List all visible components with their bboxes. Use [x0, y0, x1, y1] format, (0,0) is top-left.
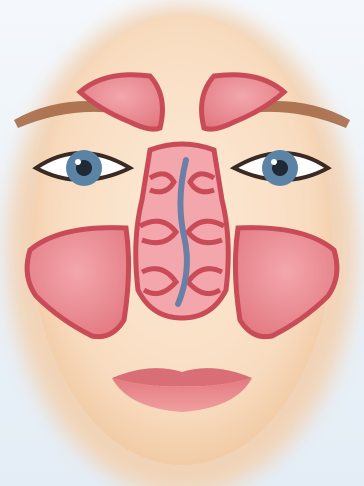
nasal-cavity: [136, 144, 229, 318]
